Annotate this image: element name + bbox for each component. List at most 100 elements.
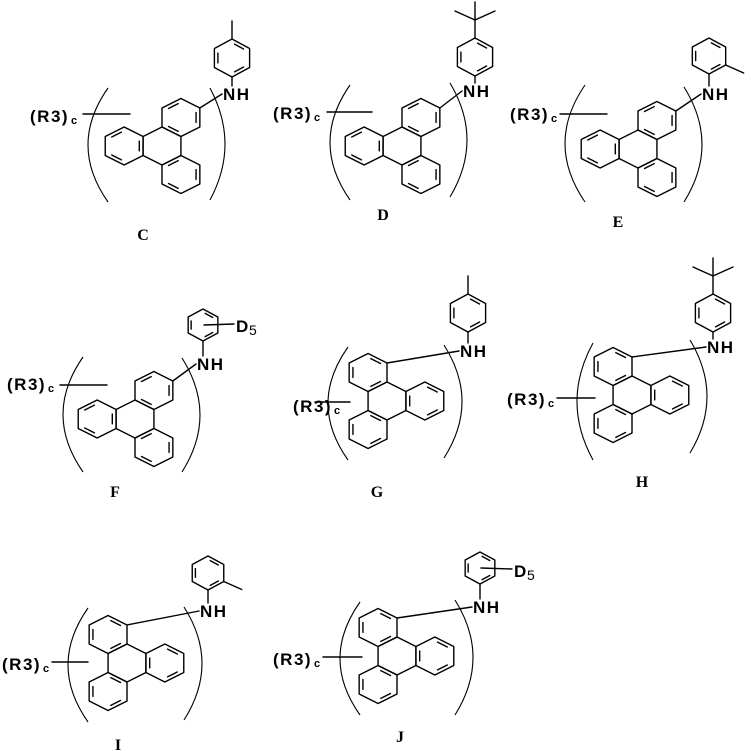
deuterium-bond	[481, 568, 512, 569]
ring-outline	[651, 376, 689, 414]
ring-outline	[162, 99, 200, 137]
methyl-bond	[713, 267, 733, 276]
r3-substituent: (R3)	[507, 390, 546, 409]
outer-ring	[135, 429, 173, 467]
central-ring	[613, 376, 651, 414]
ring-outline	[89, 616, 127, 654]
ring-outline	[162, 156, 200, 194]
c-n-bond	[397, 607, 472, 618]
methyl-bond	[726, 65, 744, 73]
outer-ring	[345, 127, 383, 165]
structure-c: NH (R3)cC	[30, 21, 251, 244]
r3-subscript: c	[548, 398, 554, 410]
amine-nh: NH	[707, 338, 735, 357]
r3-subscript: c	[334, 405, 340, 417]
r3-subscript: c	[314, 112, 320, 124]
r3-substituent: (R3)	[273, 650, 312, 669]
triphenylene-core	[78, 372, 173, 467]
ring-outline	[89, 673, 127, 711]
ring-outline	[416, 637, 454, 675]
c-n-bond	[676, 94, 701, 111]
ring-outline	[457, 38, 492, 76]
outer-ring	[402, 156, 440, 194]
ring-outline	[613, 376, 651, 414]
outer-ring	[135, 372, 173, 410]
amine-nh: NH	[197, 355, 225, 374]
ring-outline	[359, 609, 397, 647]
outer-ring	[651, 376, 689, 414]
central-ring	[383, 127, 421, 165]
ring-outline	[450, 294, 485, 332]
outer-ring	[105, 127, 143, 165]
central-ring	[619, 130, 657, 168]
structure-i: NH(R3)cI	[2, 556, 242, 751]
ring-outline	[108, 644, 146, 682]
central-ring	[368, 382, 406, 420]
triphenylene-core	[105, 99, 200, 194]
r3-subscript: c	[48, 383, 54, 395]
r3-substituent: (R3)	[510, 105, 549, 124]
outer-ring	[89, 673, 127, 711]
triphenylene-core	[581, 102, 676, 197]
right-parenthesis	[444, 345, 462, 458]
outer-ring	[146, 644, 184, 682]
deuterium-label: D	[236, 317, 250, 336]
ring-outline	[345, 127, 383, 165]
left-parenthesis	[330, 85, 350, 200]
aryl-ring	[695, 294, 730, 332]
methyl-bond	[475, 11, 495, 20]
aryl-ring	[450, 294, 485, 332]
amine-nh: NH	[223, 85, 251, 104]
ring-outline	[214, 39, 249, 77]
r3-substituent: (R3)	[30, 107, 69, 126]
ring-outline	[383, 127, 421, 165]
outer-ring	[89, 616, 127, 654]
structure-f: NHD5(R3)cF	[7, 309, 257, 501]
aryl-ring	[457, 38, 492, 76]
r3-substituent: (R3)	[7, 375, 46, 394]
deuterium-bond	[204, 324, 234, 325]
compound-label: H	[636, 474, 649, 491]
outer-ring	[349, 354, 387, 392]
triphenylene-core	[345, 99, 440, 194]
aryl-ring	[192, 556, 224, 590]
r3-subscript: c	[314, 658, 320, 670]
compound-label: C	[137, 227, 149, 244]
ring-outline	[378, 637, 416, 675]
ring-outline	[146, 644, 184, 682]
aryl-ring	[692, 38, 725, 74]
outer-ring	[406, 382, 444, 420]
deuterium-label: D	[514, 562, 528, 581]
central-ring	[108, 644, 146, 682]
ring-outline	[135, 372, 173, 410]
structure-g: NH(R3)cG	[293, 276, 488, 501]
r3-substituent: (R3)	[273, 104, 312, 123]
ring-outline	[406, 382, 444, 420]
compound-label: D	[377, 207, 389, 224]
r3-subscript: c	[71, 115, 77, 127]
ring-outline	[402, 99, 440, 137]
central-ring	[378, 637, 416, 675]
left-parenthesis	[565, 85, 585, 202]
r3-substituent: (R3)	[2, 655, 41, 674]
ring-outline	[581, 130, 619, 168]
right-parenthesis	[210, 88, 225, 200]
structure-h: NH (R3)cH	[507, 258, 735, 491]
ring-outline	[402, 156, 440, 194]
ring-outline	[695, 294, 730, 332]
ring-outline	[349, 354, 387, 392]
outer-ring	[581, 130, 619, 168]
outer-ring	[78, 400, 116, 438]
triphenylene-core	[594, 348, 689, 443]
triphenylene-core	[359, 609, 454, 704]
compound-label: J	[396, 729, 404, 746]
structure-e: NH(R3)cE	[510, 38, 744, 231]
left-parenthesis	[68, 608, 88, 722]
compound-label: F	[110, 484, 120, 501]
ring-outline	[359, 666, 397, 704]
outer-ring	[162, 99, 200, 137]
amine-nh: NH	[200, 602, 228, 621]
deuterium-count: 5	[527, 567, 535, 583]
left-parenthesis	[577, 343, 593, 460]
r3-substituent: (R3)	[293, 397, 332, 416]
